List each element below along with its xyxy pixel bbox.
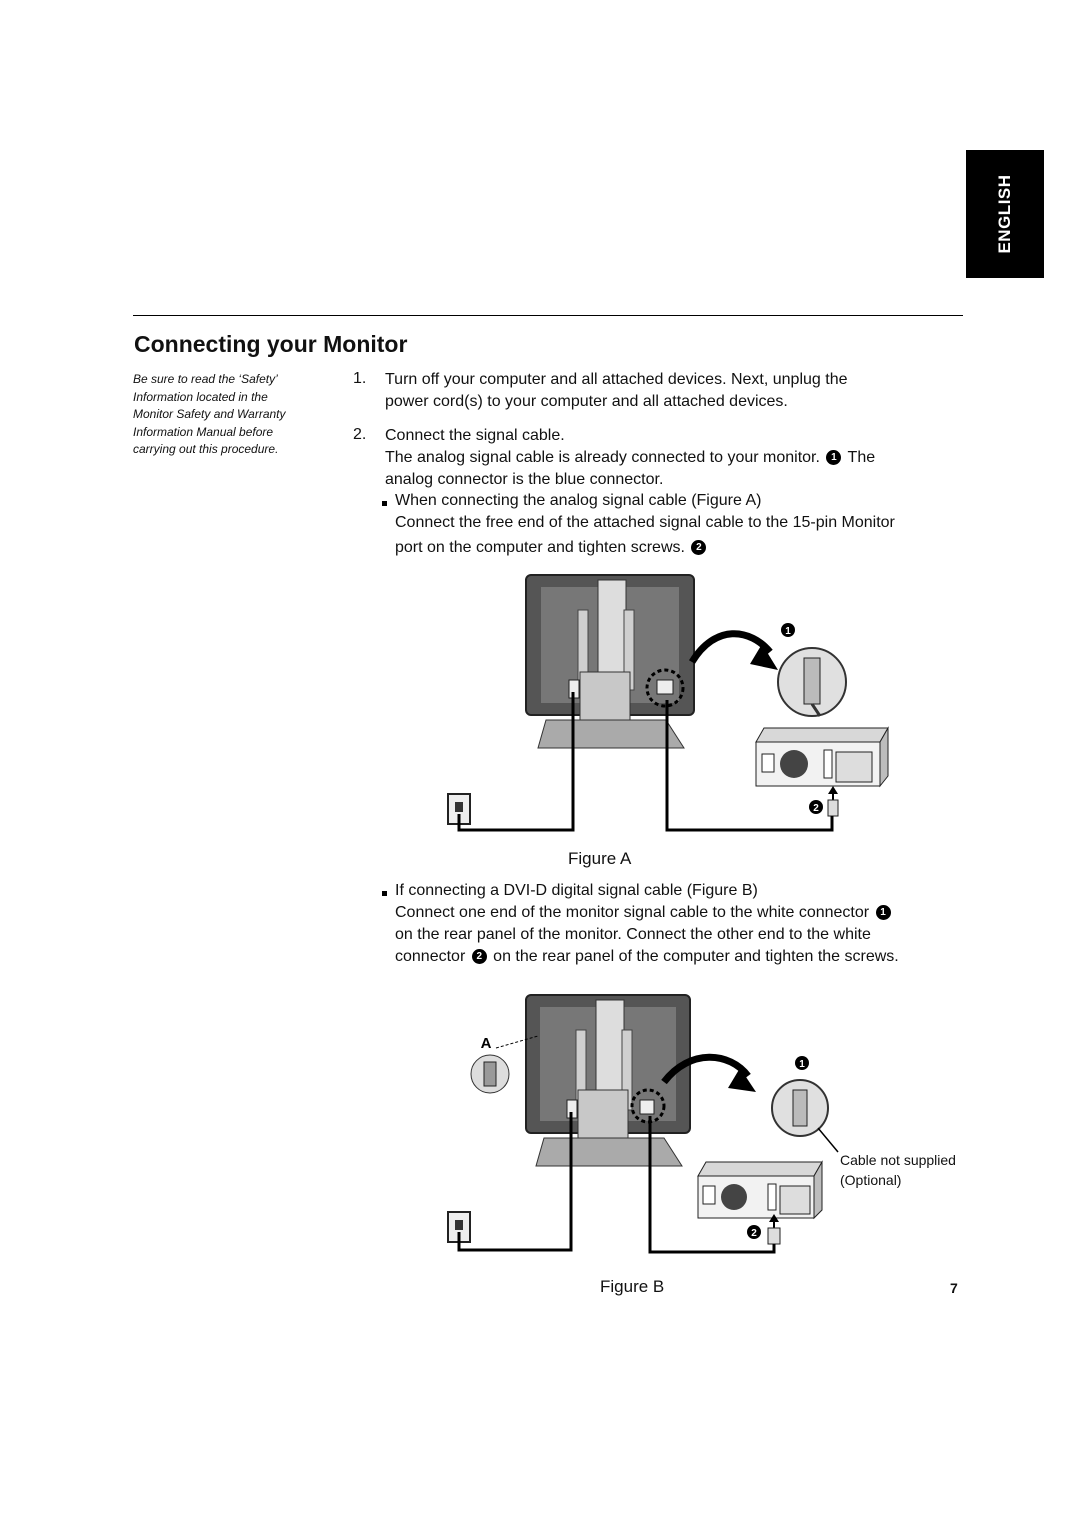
figure-a-illustration: 1 2 <box>447 574 889 832</box>
side-note-line: Information Manual before <box>133 424 274 439</box>
computer-illustration <box>755 726 889 788</box>
step-2-line-2-text: The analog signal cable is already conne… <box>385 449 820 466</box>
page-title: Connecting your Monitor <box>134 331 408 357</box>
step-2-number: 2. <box>353 426 367 443</box>
figure-b-caption: Figure B <box>600 1277 665 1296</box>
step-2-line-2: The analog signal cable is already conne… <box>385 447 875 468</box>
cable-note: Cable not supplied (Optional) <box>840 1150 956 1190</box>
side-note-line: Monitor Safety and Warranty <box>133 407 286 421</box>
language-tab: ENGLISH <box>966 150 1044 278</box>
side-note-line: carrying out this procedure. <box>133 442 279 456</box>
step-2-line-2-end: The <box>847 449 876 466</box>
monitor-rear-illustration <box>525 574 695 749</box>
bullet-b-line-3-start: connector <box>395 948 466 965</box>
marker-two-icon: 2 <box>471 949 487 965</box>
bullet-a-line-1: Connect the free end of the attached sig… <box>395 514 895 531</box>
cable-note-line-1: Cable not supplied <box>840 1152 956 1168</box>
marker-one-label: 1 <box>785 626 791 637</box>
bullet-a-line-2: port on the computer and tighten screws.… <box>395 537 708 558</box>
bullet-b-line-3: connector 2 on the rear panel of the com… <box>395 946 899 967</box>
computer-illustration <box>697 1160 823 1220</box>
bullet-square-icon <box>382 891 387 896</box>
marker-two-icon: 2 <box>691 540 707 556</box>
page-number: 7 <box>950 1280 958 1296</box>
bullet-a-line-2-text: port on the computer and tighten screws. <box>395 539 685 556</box>
side-note-line: Be sure to read the ‘Safety’ <box>133 372 278 386</box>
side-note-line: Information located in the <box>133 389 268 404</box>
bullet-b-line-3-end: on the rear panel of the computer and ti… <box>493 948 899 965</box>
language-tab-label: ENGLISH <box>995 174 1014 254</box>
cable-note-line-2: (Optional) <box>840 1172 902 1188</box>
figure-a-caption: Figure A <box>568 849 632 868</box>
bullet-a-heading: When connecting the analog signal cable … <box>395 492 762 509</box>
figure-b-illustration: A 1 2 <box>447 994 839 1254</box>
step-1-line-1: Turn off your computer and all attached … <box>385 371 848 388</box>
marker-a-label: A <box>481 1035 492 1052</box>
bullet-square-icon <box>382 501 387 506</box>
bullet-b-line-1: Connect one end of the monitor signal ca… <box>395 902 893 923</box>
marker-one-label: 1 <box>799 1059 805 1070</box>
step-2-line-3: analog connector is the blue connector. <box>385 471 664 488</box>
bullet-b-heading: If connecting a DVI-D digital signal cab… <box>395 882 758 899</box>
marker-one-icon: 1 <box>826 450 842 466</box>
bullet-b-line-1-text: Connect one end of the monitor signal ca… <box>395 904 870 921</box>
step-1-number: 1. <box>353 370 367 387</box>
bullet-b-line-2: on the rear panel of the monitor. Connec… <box>395 926 871 943</box>
step-2-line-1: Connect the signal cable. <box>385 427 565 444</box>
step-1-line-2: power cord(s) to your computer and all a… <box>385 393 788 410</box>
marker-two-label: 2 <box>751 1228 757 1239</box>
marker-two-label: 2 <box>813 803 819 814</box>
side-note: Be sure to read the ‘Safety’ Information… <box>133 371 333 459</box>
marker-one-icon: 1 <box>875 905 891 921</box>
header-rule <box>133 315 963 316</box>
